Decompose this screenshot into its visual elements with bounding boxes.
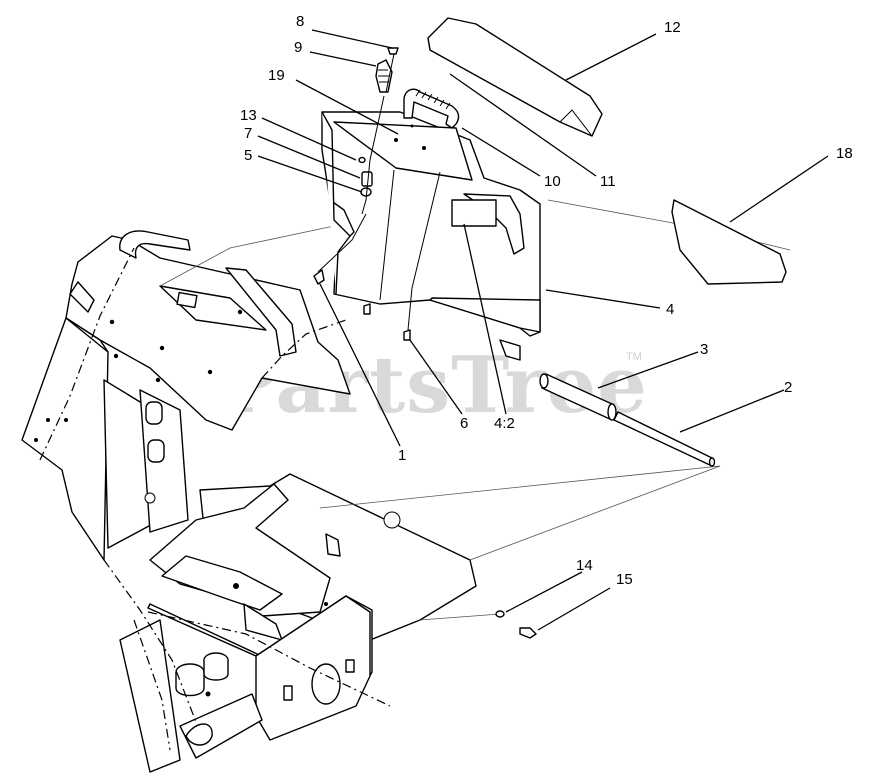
callout-10: 10 (544, 173, 561, 190)
callout-5: 5 (244, 147, 252, 164)
callout-4: 4 (666, 301, 674, 318)
leader-lines (257, 29, 829, 631)
callout-15: 15 (616, 571, 633, 588)
callout-12: 12 (664, 19, 681, 36)
watermark-trademark: TM (626, 351, 642, 363)
fastener-washer-14 (495, 610, 505, 618)
cover-pad-12 (427, 17, 603, 137)
callout-6: 6 (460, 415, 468, 432)
fastener-bolt-8 (387, 47, 399, 55)
callout-labels: 8 9 19 13 7 5 12 10 11 18 4 3 2 1 6 4:2 … (240, 13, 853, 588)
callout-11: 11 (600, 173, 616, 190)
callout-4-2: 4:2 (494, 415, 515, 432)
fastener-axis-lines (317, 53, 441, 331)
callout-8: 8 (296, 13, 304, 30)
fastener-screw-1 (313, 269, 325, 285)
callout-19: 19 (268, 67, 285, 84)
callout-9: 9 (294, 39, 302, 56)
decal-18 (671, 199, 787, 285)
callout-18: 18 (836, 145, 853, 162)
callout-7: 7 (244, 125, 252, 142)
fastener-screw-6 (403, 329, 411, 341)
callout-1: 1 (398, 447, 406, 464)
callout-2: 2 (784, 379, 792, 396)
callout-3: 3 (700, 341, 708, 358)
fastener-bolt-15 (519, 627, 537, 639)
callout-13: 13 (240, 107, 257, 124)
console-panel-4 (321, 111, 541, 361)
fastener-screw-mid (363, 303, 371, 315)
fastener-spacer-7 (361, 171, 373, 187)
hidden-centerlines (39, 247, 391, 751)
pivot-tube-3 (539, 373, 617, 421)
fastener-washer-13 (358, 156, 366, 164)
fastener-nut-5 (360, 187, 372, 197)
callout-14: 14 (576, 557, 593, 574)
frame-assembly (21, 230, 477, 773)
pivot-pin-2 (613, 411, 716, 467)
grip-handle-10 (403, 88, 460, 129)
